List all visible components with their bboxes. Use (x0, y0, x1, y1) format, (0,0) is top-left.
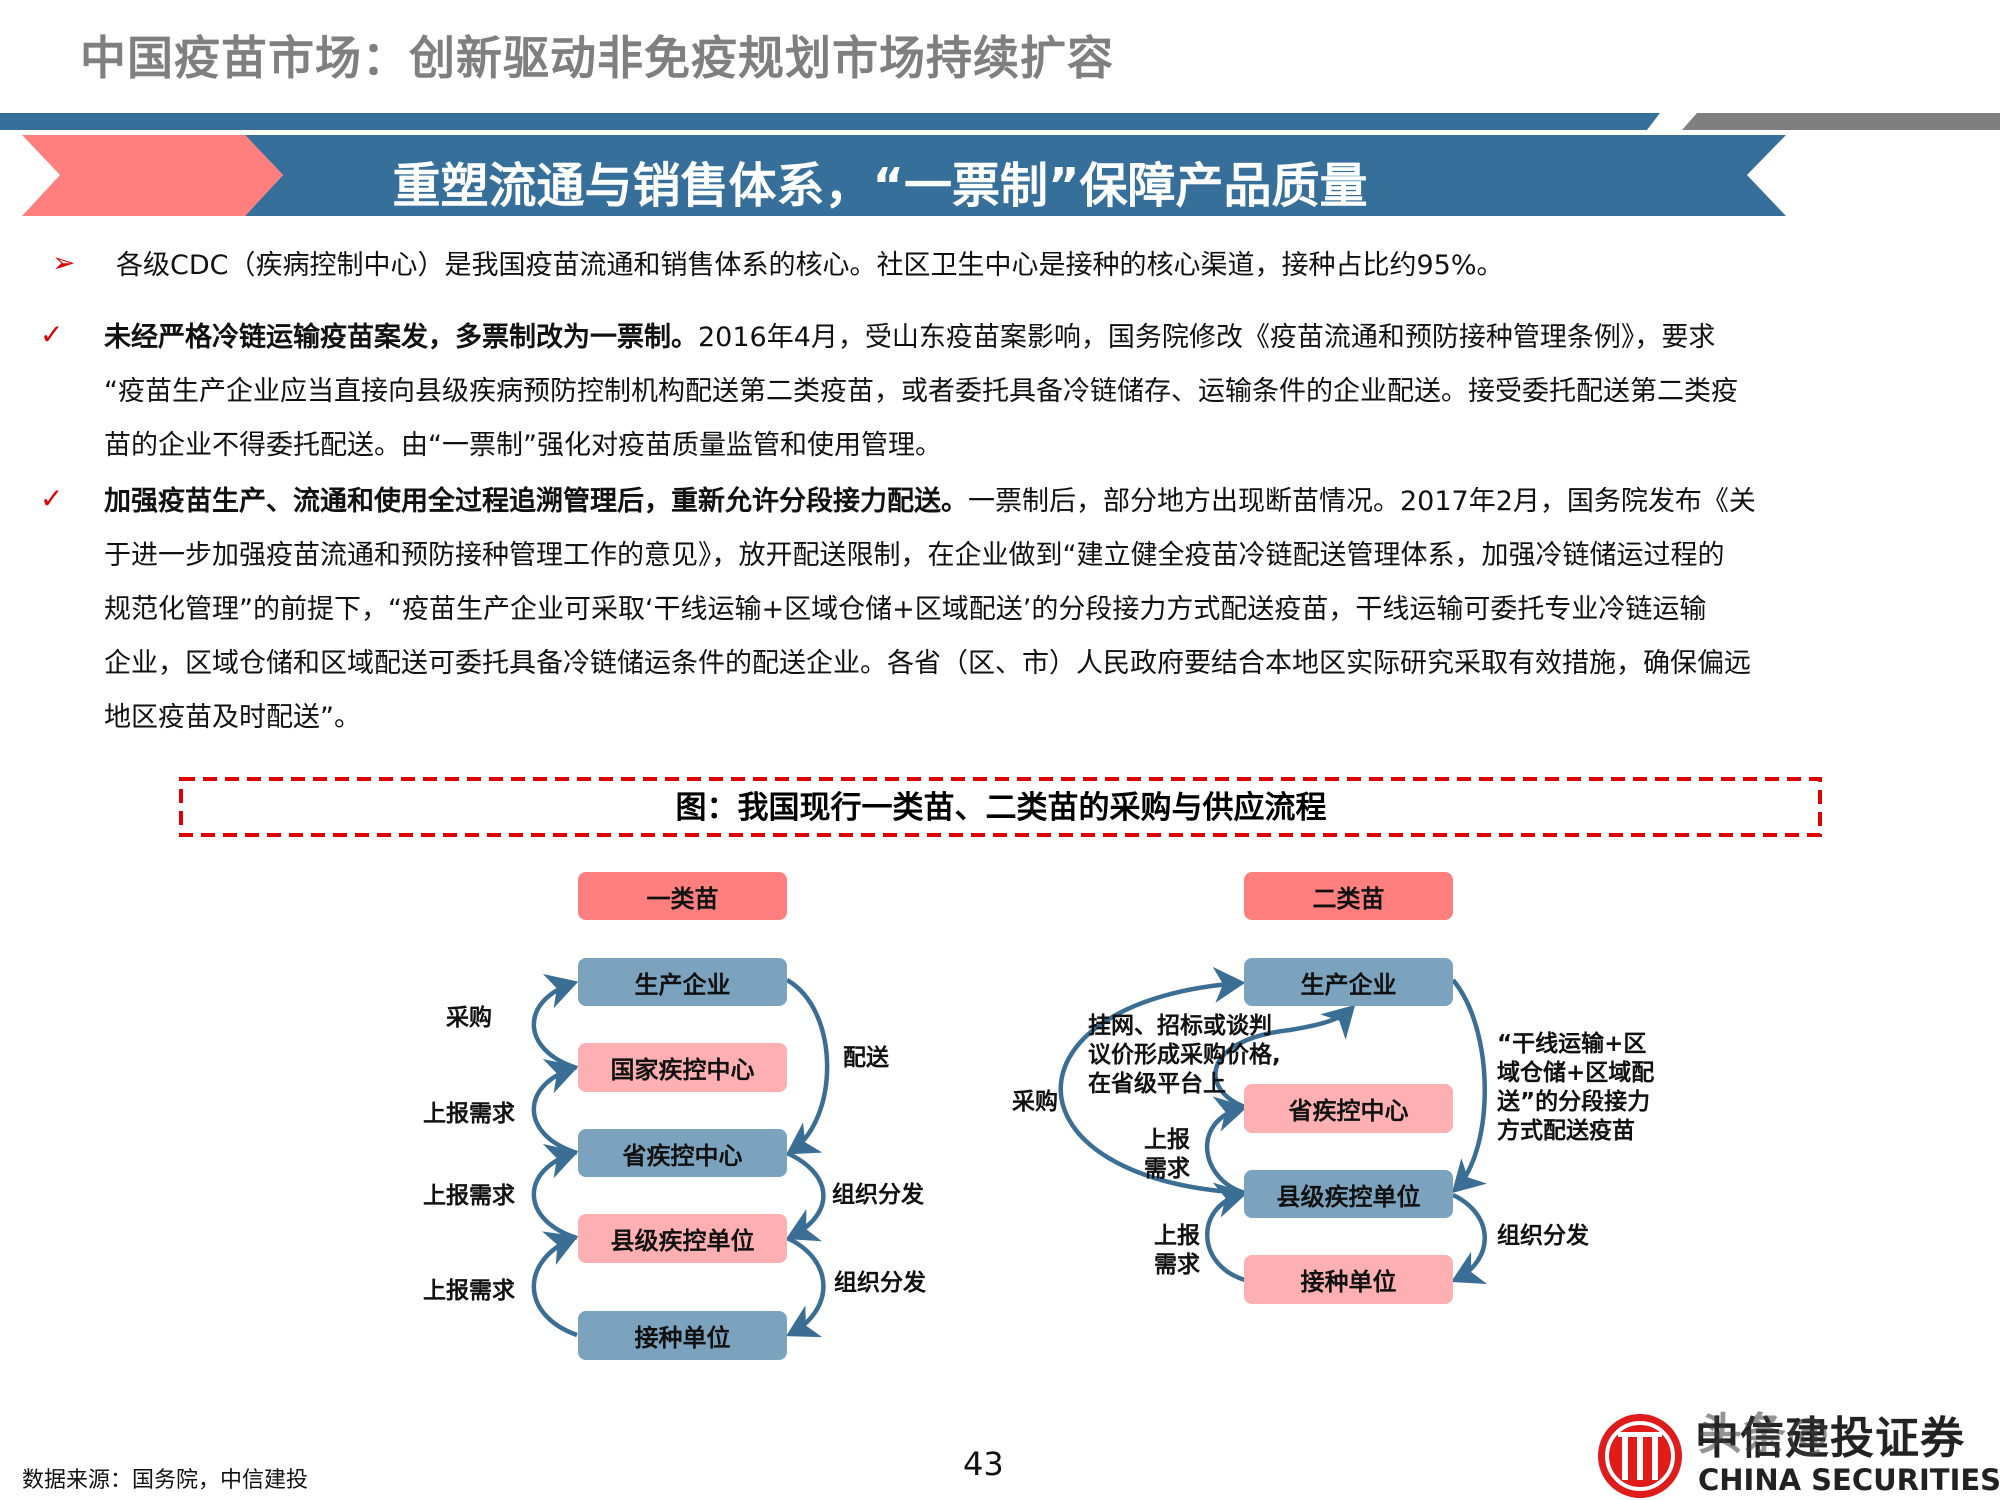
page-number: 43 (963, 1445, 1004, 1483)
right-node-vaccination-unit: 接种单位 (1244, 1255, 1453, 1304)
figure-title: 图：我国现行一类苗、二类苗的采购与供应流程 (675, 790, 1327, 826)
company-logo-chinese: 中信建投证券 (1695, 1413, 1965, 1464)
point2-heading: 加强疫苗生产、流通和使用全过程追溯管理后，重新允许分段接力配送。 (104, 486, 968, 517)
left-node-manufacturer: 生产企业 (578, 958, 787, 1006)
right-platform-note-3: 在省级平台上 (1088, 1071, 1226, 1097)
right-label-report-1a: 上报 (1144, 1127, 1190, 1153)
figure-title-frame (179, 777, 1822, 837)
left-label-distribute-2: 组织分发 (834, 1270, 926, 1296)
right-node-county-cdc: 县级疾控单位 (1244, 1170, 1453, 1218)
right-label-report-2a: 上报 (1154, 1223, 1200, 1249)
point1-heading: 未经严格冷链运输疫苗案发，多票制改为一票制。 (104, 322, 698, 353)
intro-text: 各级CDC（疾病控制中心）是我国疫苗流通和销售体系的核心。社区卫生中心是接种的核… (116, 250, 1504, 281)
left-node-county-cdc: 县级疾控单位 (578, 1214, 787, 1263)
point2-line3: 规范化管理”的前提下，“疫苗生产企业可采取‘干线运输+区域仓储+区域配送’的分段… (104, 594, 1707, 625)
section-banner-title: 重塑流通与销售体系，“一票制”保障产品质量 (392, 158, 1368, 214)
right-delivery-note-4: 方式配送疫苗 (1497, 1118, 1635, 1144)
left-label-deliver: 配送 (843, 1045, 889, 1071)
point2-line4: 企业，区域仓储和区域配送可委托具备冷链储运条件的配送企业。各省（区、市）人民政府… (104, 648, 1751, 679)
watermark: 头条@ (1698, 1409, 1830, 1460)
left-label-report-3: 上报需求 (423, 1278, 515, 1304)
right-platform-note-2: 议价形成采购价格, (1088, 1042, 1281, 1068)
point2-line2: 于进一步加强疫苗流通和预防接种管理工作的意见》，放开配送限制，在企业做到“建立健… (104, 540, 1725, 571)
left-node-national-cdc: 国家疾控中心 (578, 1043, 787, 1092)
citic-logo-icon (1598, 1414, 1682, 1498)
right-delivery-note-2: 域仓储+区域配 (1497, 1060, 1655, 1086)
arrow-bullet-icon: ➢ (52, 246, 76, 279)
right-node-provincial-cdc: 省疾控中心 (1244, 1084, 1453, 1133)
right-label-report-1b: 需求 (1144, 1156, 1190, 1182)
header-decoration (0, 113, 2000, 216)
data-source: 数据来源：国务院，中信建投 (22, 1468, 309, 1493)
right-delivery-note-1: “干线运输+区 (1497, 1031, 1647, 1057)
header-blue-bar (0, 113, 1660, 130)
left-label-purchase: 采购 (446, 1005, 492, 1031)
left-label-distribute-1: 组织分发 (832, 1182, 924, 1208)
point1-line2: “疫苗生产企业应当直接向县级疾病预防控制机构配送第二类疫苗，或者委托具备冷链储存… (104, 376, 1738, 407)
banner-background (245, 135, 1786, 216)
point2-line5: 地区疫苗及时配送”。 (104, 702, 361, 733)
banner-chevron-icon (22, 135, 283, 216)
right-label-purchase: 采购 (1012, 1089, 1058, 1115)
checkmark-icon: ✓ (40, 482, 64, 515)
left-label-report-2: 上报需求 (423, 1183, 515, 1209)
right-delivery-note-3: 送”的分段接力 (1497, 1089, 1651, 1115)
checkmark-icon: ✓ (40, 318, 64, 351)
left-node-provincial-cdc: 省疾控中心 (578, 1129, 787, 1177)
header-gray-bar (1682, 113, 2000, 130)
point2-line1: 加强疫苗生产、流通和使用全过程追溯管理后，重新允许分段接力配送。一票制后，部分地… (104, 486, 1756, 517)
company-logo-english: CHINA SECURITIES (1698, 1463, 2000, 1497)
left-node-vaccination-unit: 接种单位 (578, 1311, 787, 1360)
page-title: 中国疫苗市场：创新驱动非免疫规划市场持续扩容 (80, 31, 1114, 85)
point1-line1: 未经严格冷链运输疫苗案发，多票制改为一票制。2016年4月，受山东疫苗案影响，国… (104, 322, 1716, 353)
point1-line3: 苗的企业不得委托配送。由“一票制”强化对疫苗质量监管和使用管理。 (104, 430, 942, 461)
right-platform-note-1: 挂网、招标或谈判 (1088, 1013, 1272, 1039)
right-label-report-2b: 需求 (1154, 1252, 1200, 1278)
left-label-report-1: 上报需求 (423, 1101, 515, 1127)
left-header-class1-vaccine: 一类苗 (578, 872, 787, 920)
right-header-class2-vaccine: 二类苗 (1244, 872, 1453, 920)
right-label-distribute: 组织分发 (1497, 1223, 1589, 1249)
right-node-manufacturer: 生产企业 (1244, 958, 1453, 1006)
